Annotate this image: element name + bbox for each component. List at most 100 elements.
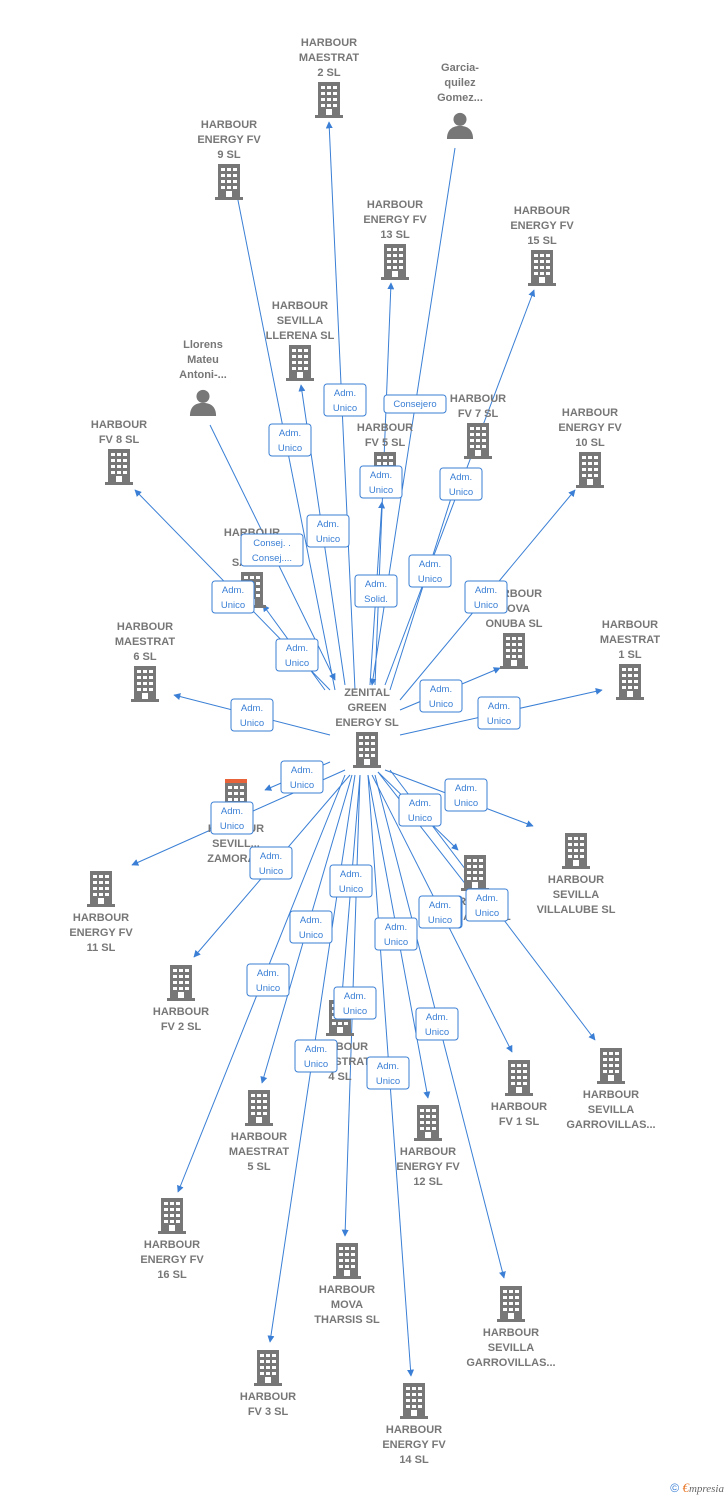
edge-label-zamora[interactable]: Adm.Unico: [280, 760, 324, 794]
node-garrovillas2[interactable]: HARBOURSEVILLAGARROVILLAS...: [466, 1286, 556, 1369]
edge-label-text: Unico: [454, 798, 478, 809]
node-label-line: MAESTRAT: [229, 1146, 290, 1158]
edge-label-saucejo[interactable]: Adm.Unico: [275, 638, 319, 672]
node-label-line: HARBOUR: [367, 199, 423, 211]
building-icon: [105, 449, 133, 485]
edge-label-llorens[interactable]: Consej. .Consej....: [240, 533, 304, 567]
edge-label-box: [464, 580, 508, 614]
building-icon: [414, 1105, 442, 1141]
edge-label-maestrat4[interactable]: Adm.Unico: [329, 864, 373, 898]
edge-label-tharsis[interactable]: Adm.Unico: [333, 986, 377, 1020]
node-fv8[interactable]: HARBOUR FV 8 SL: [91, 419, 147, 485]
node-label-line: HARBOUR: [91, 419, 147, 431]
edge-label-text: Consejero: [393, 399, 436, 410]
node-label-line: FV 8 SL: [99, 434, 140, 446]
node-label-line: 13 SL: [380, 229, 410, 241]
node-llorens[interactable]: LlorensMateuAntoni-...: [179, 339, 227, 416]
edge-label-text: Adm.: [365, 579, 387, 590]
node-garrovillas1[interactable]: HARBOURSEVILLAGARROVILLAS...: [566, 1048, 656, 1131]
node-label-line: LLERENA SL: [266, 330, 335, 342]
edge-label-text: Unico: [425, 1027, 449, 1038]
edge-label-fv10[interactable]: Adm.Unico: [464, 580, 508, 614]
node-label-line: HARBOUR: [562, 407, 618, 419]
brand-name: mpresia: [688, 1483, 724, 1495]
node-label-line: GREEN: [347, 702, 386, 714]
edge-label-garrovillas1[interactable]: Adm.Unico: [465, 888, 509, 922]
edge-label-text: Unico: [369, 485, 393, 496]
edge-label-maestrat5[interactable]: Adm.Unico: [289, 910, 333, 944]
edge-label-llerena[interactable]: Adm.Unico: [306, 514, 350, 548]
copyright-symbol: ©: [670, 1481, 680, 1495]
edge-label-text: Unico: [220, 821, 244, 832]
node-garcia[interactable]: Garcia-quilezGomez...: [437, 62, 483, 139]
edge-label-fv7[interactable]: Adm.Unico: [408, 554, 452, 588]
edge-label-box: [408, 554, 452, 588]
edge-label-garcia[interactable]: Consejero: [383, 394, 447, 414]
edge-label-fv11[interactable]: Adm.Unico: [210, 801, 254, 835]
edge-label-fv12[interactable]: Adm.Unico: [374, 917, 418, 951]
edge-label-fv9[interactable]: Adm.Unico: [268, 423, 312, 457]
edge-label-text: Unico: [221, 600, 245, 611]
edge-label-fv14[interactable]: Adm.Unico: [366, 1056, 410, 1090]
node-label-line: ENERGY FV: [558, 422, 622, 434]
edge-label-maestrat2[interactable]: Adm.Unico: [323, 383, 367, 417]
node-label-line: SEVILLA: [277, 315, 324, 327]
edge-label-box: [246, 963, 290, 997]
edge-label-villalube[interactable]: Adm.Unico: [444, 778, 488, 812]
edge-label-onuba[interactable]: Adm.Unico: [419, 679, 463, 713]
edge-label-box: [294, 1039, 338, 1073]
node-label-line: HARBOUR: [240, 1391, 296, 1403]
edge-label-fv8[interactable]: Adm.Unico: [211, 580, 255, 614]
edge-label-fv13[interactable]: Adm.Unico: [359, 465, 403, 499]
node-label-line: ZENITAL: [344, 687, 390, 699]
building-icon: [254, 1350, 282, 1386]
node-label-line: ENERGY FV: [396, 1161, 460, 1173]
edge-label-almaraz[interactable]: Adm.Unico: [418, 895, 462, 929]
edge-label-garrovillas2[interactable]: Adm.Unico: [415, 1007, 459, 1041]
edge-label-text: Unico: [474, 600, 498, 611]
edge-label-maestrat6[interactable]: Adm.Unico: [230, 698, 274, 732]
edge-label-fv16[interactable]: Adm.Unico: [246, 963, 290, 997]
edge-label-text: Unico: [256, 983, 280, 994]
edge-label-text: Unico: [333, 403, 357, 414]
brand-logo: €: [682, 1480, 689, 1495]
node-label-line: 6 SL: [133, 651, 157, 663]
edge-label-box: [230, 698, 274, 732]
edge-label-fv15[interactable]: Adm.Unico: [439, 467, 483, 501]
edge-label-maestrat1[interactable]: Adm.Unico: [477, 696, 521, 730]
edge-label-text: Unico: [259, 866, 283, 877]
footer-brand: © €mpresia: [670, 1480, 724, 1496]
node-label-line: GARROVILLAS...: [466, 1357, 555, 1369]
edge-label-fv3[interactable]: Adm.Unico: [294, 1039, 338, 1073]
node-label-line: HARBOUR: [483, 1327, 539, 1339]
edge-label-fv2[interactable]: Adm.Unico: [249, 846, 293, 880]
node-label-line: HARBOUR: [319, 1284, 375, 1296]
node-label-line: FV 7 SL: [458, 408, 499, 420]
edge-label-text: Adm.: [429, 900, 451, 911]
edge-label-almaraz[interactable]: Adm.Unico: [398, 793, 442, 827]
edge-label-fv5[interactable]: Adm.Solid.: [354, 574, 398, 608]
edge-label-text: Unico: [240, 718, 264, 729]
edge-label-text: Unico: [429, 699, 453, 710]
